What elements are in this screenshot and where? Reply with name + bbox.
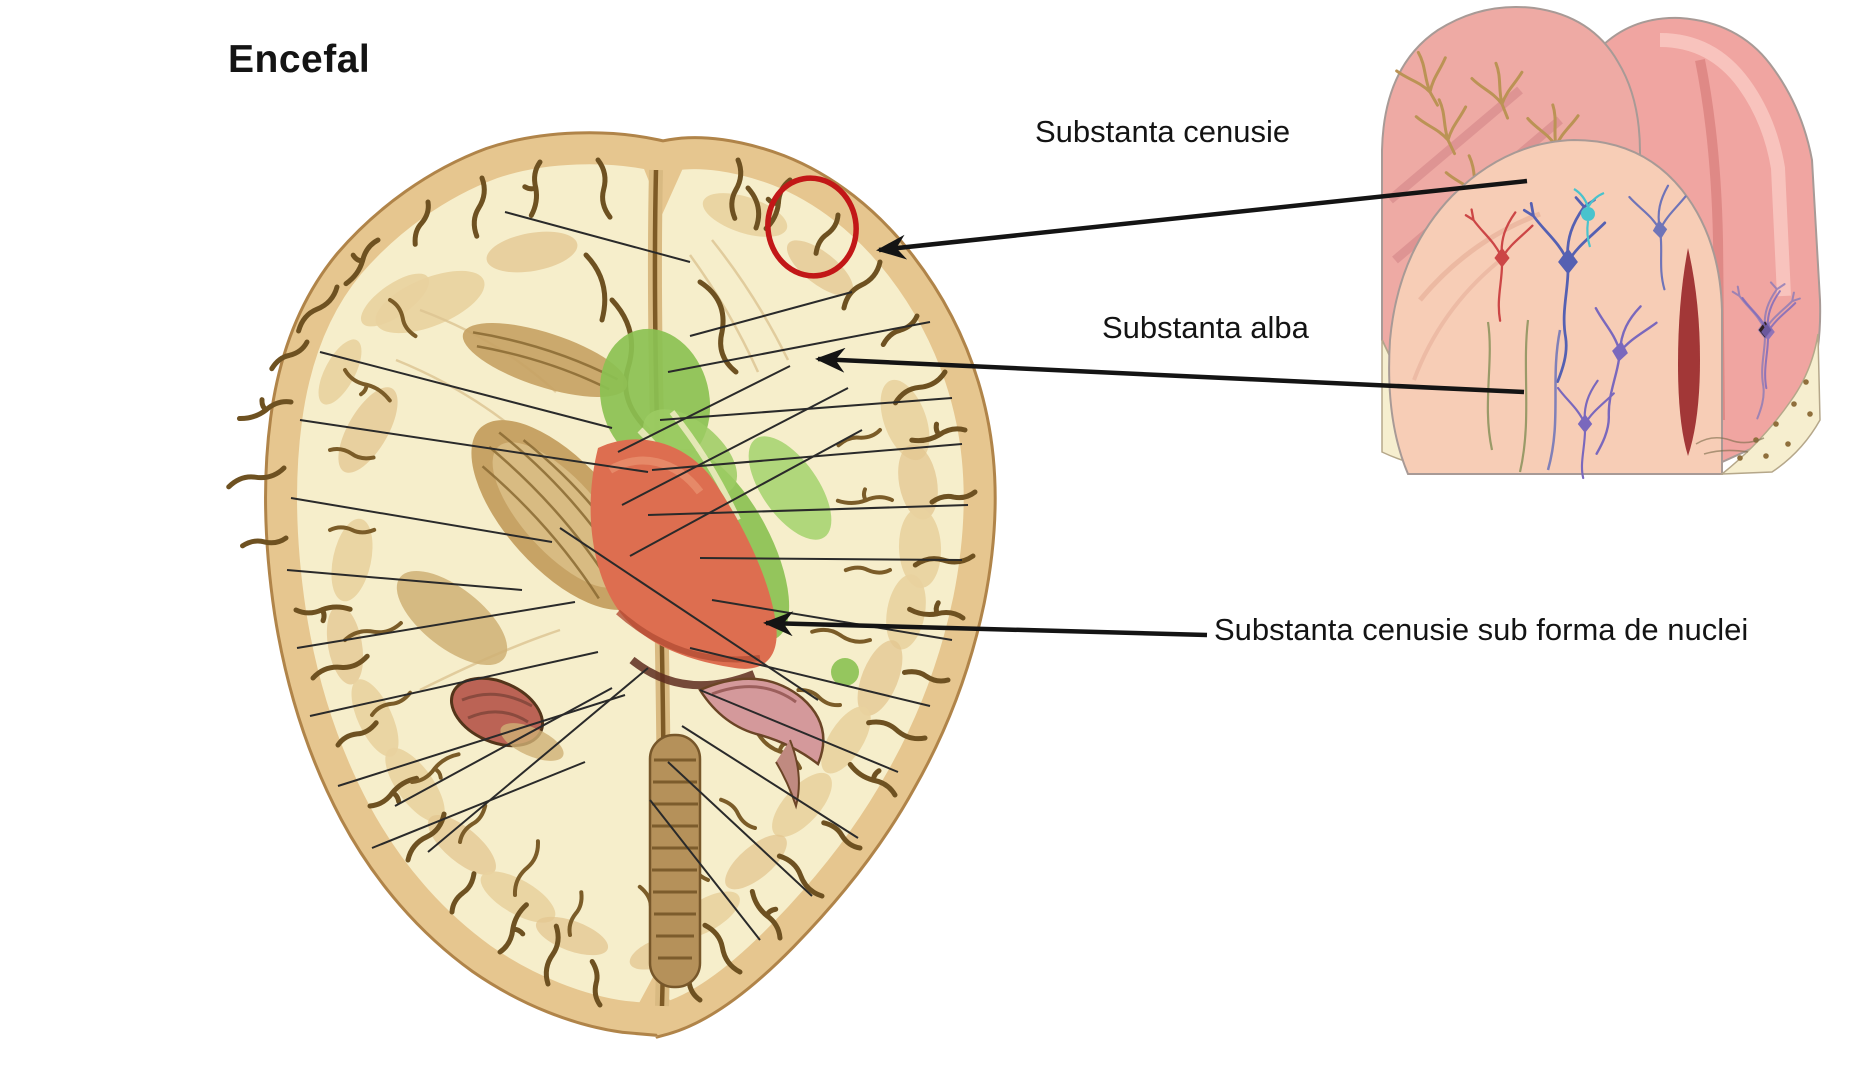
- annotations: [763, 175, 1528, 638]
- gray-matter-arrow: [876, 178, 1528, 260]
- cyan-neuron-soma: [1581, 207, 1595, 221]
- cortex-tissue-block-illustration: [1381, 5, 1822, 480]
- leader-lines: [286, 211, 969, 941]
- white-matter-label: Substanta alba: [1102, 310, 1309, 345]
- page-title: Encefal: [228, 38, 371, 81]
- hippocampus-right: [698, 677, 825, 810]
- gray-matter-label: Substanta cenusie: [1035, 114, 1291, 149]
- axon-dots-right: [1737, 379, 1813, 461]
- brain-axial-section-illustration: [227, 131, 997, 1039]
- gray-nuclei-arrow: [763, 611, 1208, 638]
- vermis-column: [648, 733, 702, 989]
- gray-nuclei-label: Substanta cenusie sub forma de nuclei: [1214, 612, 1749, 647]
- gyrus-highlight-circle: [765, 175, 859, 279]
- artist-signature: [1695, 436, 1765, 455]
- white-matter-arrow: [815, 347, 1525, 395]
- tissue-sulcus-slit: [1678, 248, 1700, 456]
